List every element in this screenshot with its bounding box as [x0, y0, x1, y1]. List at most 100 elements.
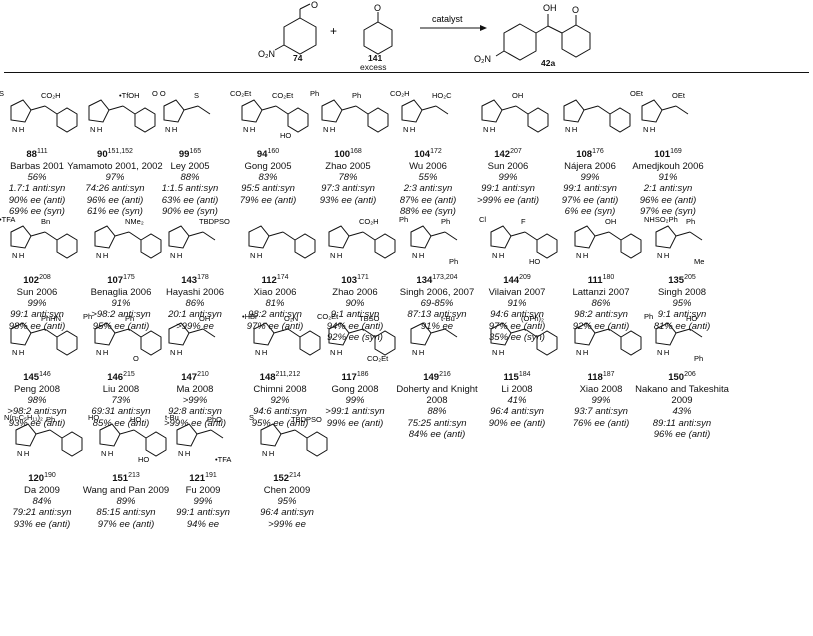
pyrrolidine-ring	[10, 322, 32, 346]
catalyst-number: 88111	[0, 146, 87, 161]
side-chain-bond	[608, 328, 622, 338]
side-chain-bond	[675, 231, 691, 237]
side-chain-bond	[119, 429, 135, 435]
substituent-label: CO₂H	[359, 217, 379, 226]
catalyst-number: 112174	[225, 272, 325, 287]
side-chain-bond	[202, 328, 216, 338]
side-chain-bond	[689, 328, 703, 338]
pyrrolidine-ring	[253, 322, 275, 346]
side-chain-bond	[501, 105, 517, 111]
side-chain-bond	[44, 328, 58, 338]
side-chain-bond	[524, 328, 538, 338]
yield-value: 90%	[345, 297, 365, 309]
ring-nh-label: N H	[412, 348, 424, 357]
catalyst-structure-drawing: N H t-Bu	[410, 314, 458, 357]
substituent-label: TBDPSO	[291, 415, 322, 424]
reference-number: 172	[430, 148, 442, 155]
side-chain-bond	[261, 105, 277, 111]
substituent-label: Ph	[694, 354, 703, 363]
reference-number: 173,204	[432, 274, 458, 281]
pyrrolidine-ring	[481, 99, 503, 123]
pyrrolidine-ring	[490, 225, 512, 249]
substituent-label: HO	[529, 257, 540, 266]
catalyst-number: 103171	[305, 272, 405, 287]
side-chain-bond	[273, 328, 289, 334]
reference-number: 209	[519, 274, 531, 281]
substituent-label: HO	[138, 455, 149, 464]
catalyst-number: 118187	[551, 369, 651, 384]
aldehyde-o: O	[311, 0, 318, 10]
enantiomeric-excess: 85% ee (anti)	[92, 417, 150, 429]
ring-nh-label: N H	[403, 125, 415, 134]
catalyst-id: 147	[181, 372, 198, 384]
ring-nh-label: N H	[243, 125, 255, 134]
catalyst-number: 120190	[0, 470, 92, 485]
pyrrolidine-ring	[94, 225, 116, 249]
catalyst-structure-drawing: N HOH	[574, 217, 642, 260]
reference-number: 208	[39, 274, 51, 281]
substituent-label: Me	[694, 257, 704, 266]
catalyst-number: 134173,204	[387, 272, 487, 287]
side-chain-bond	[594, 328, 610, 334]
catalyst-structure-drawing: N HSO O	[152, 89, 211, 134]
side-chain-bond	[341, 105, 357, 111]
catalyst-number: 100168	[298, 146, 398, 161]
compound-74-label: 74	[293, 53, 303, 63]
yield-value: 99%	[498, 171, 518, 183]
nitro-group-a: O₂N	[258, 49, 275, 59]
yield-value: 95%	[277, 495, 297, 507]
side-chain-bond	[430, 231, 446, 237]
substituent-label: O₂N	[284, 314, 298, 323]
enantiomeric-excess: 95% ee (anti)	[92, 320, 150, 332]
catalyst-structure: N H(OPh)₂	[477, 311, 558, 363]
author-year: Sun 2006	[16, 286, 58, 298]
yield-value: 55%	[418, 171, 438, 183]
aryl-ring	[527, 107, 549, 133]
enantiomeric-excess: 97% ee (anti)	[246, 320, 304, 332]
yield-value: 81%	[265, 297, 285, 309]
yield-value: 88%	[180, 171, 200, 183]
catalyst-number: 142207	[458, 146, 558, 161]
reference-number: 160	[267, 148, 280, 155]
yield-value: 41%	[507, 394, 527, 406]
reference-number: 206	[684, 371, 696, 378]
pyrrolidine-ring	[563, 99, 585, 123]
pyrrolidine-ring	[328, 225, 350, 249]
enantiomeric-excess: 93% ee (anti)	[319, 194, 377, 206]
substituent-label: HO	[686, 314, 697, 323]
enantiomeric-excess: 97% ee (anti)	[97, 518, 155, 530]
author-year: Yamamoto 2001, 2002	[67, 160, 163, 172]
side-chain-bond	[122, 105, 136, 115]
substituent-label: •TfOH	[119, 91, 140, 100]
catalyst-number: 149216	[387, 369, 487, 384]
yield-value: 98%	[27, 394, 47, 406]
catalyst-id: 99	[178, 149, 190, 161]
ring-nh-label: N H	[323, 125, 335, 134]
author-year: Amedjkouh 2006	[632, 160, 704, 172]
ring-nh-label: N H	[170, 251, 182, 260]
author-year: Chen 2009	[263, 484, 311, 496]
substituent-label: t-Bu	[441, 314, 455, 323]
reference-number: 216	[439, 371, 451, 378]
side-chain-bond	[30, 105, 46, 111]
author-year: Barbas 2001	[10, 160, 64, 172]
yield-value: 78%	[338, 171, 358, 183]
catalyst-number: 135205	[632, 272, 732, 287]
diastereomeric-ratio: 2:3 anti:syn	[403, 183, 453, 195]
side-chain-bond	[348, 231, 364, 237]
